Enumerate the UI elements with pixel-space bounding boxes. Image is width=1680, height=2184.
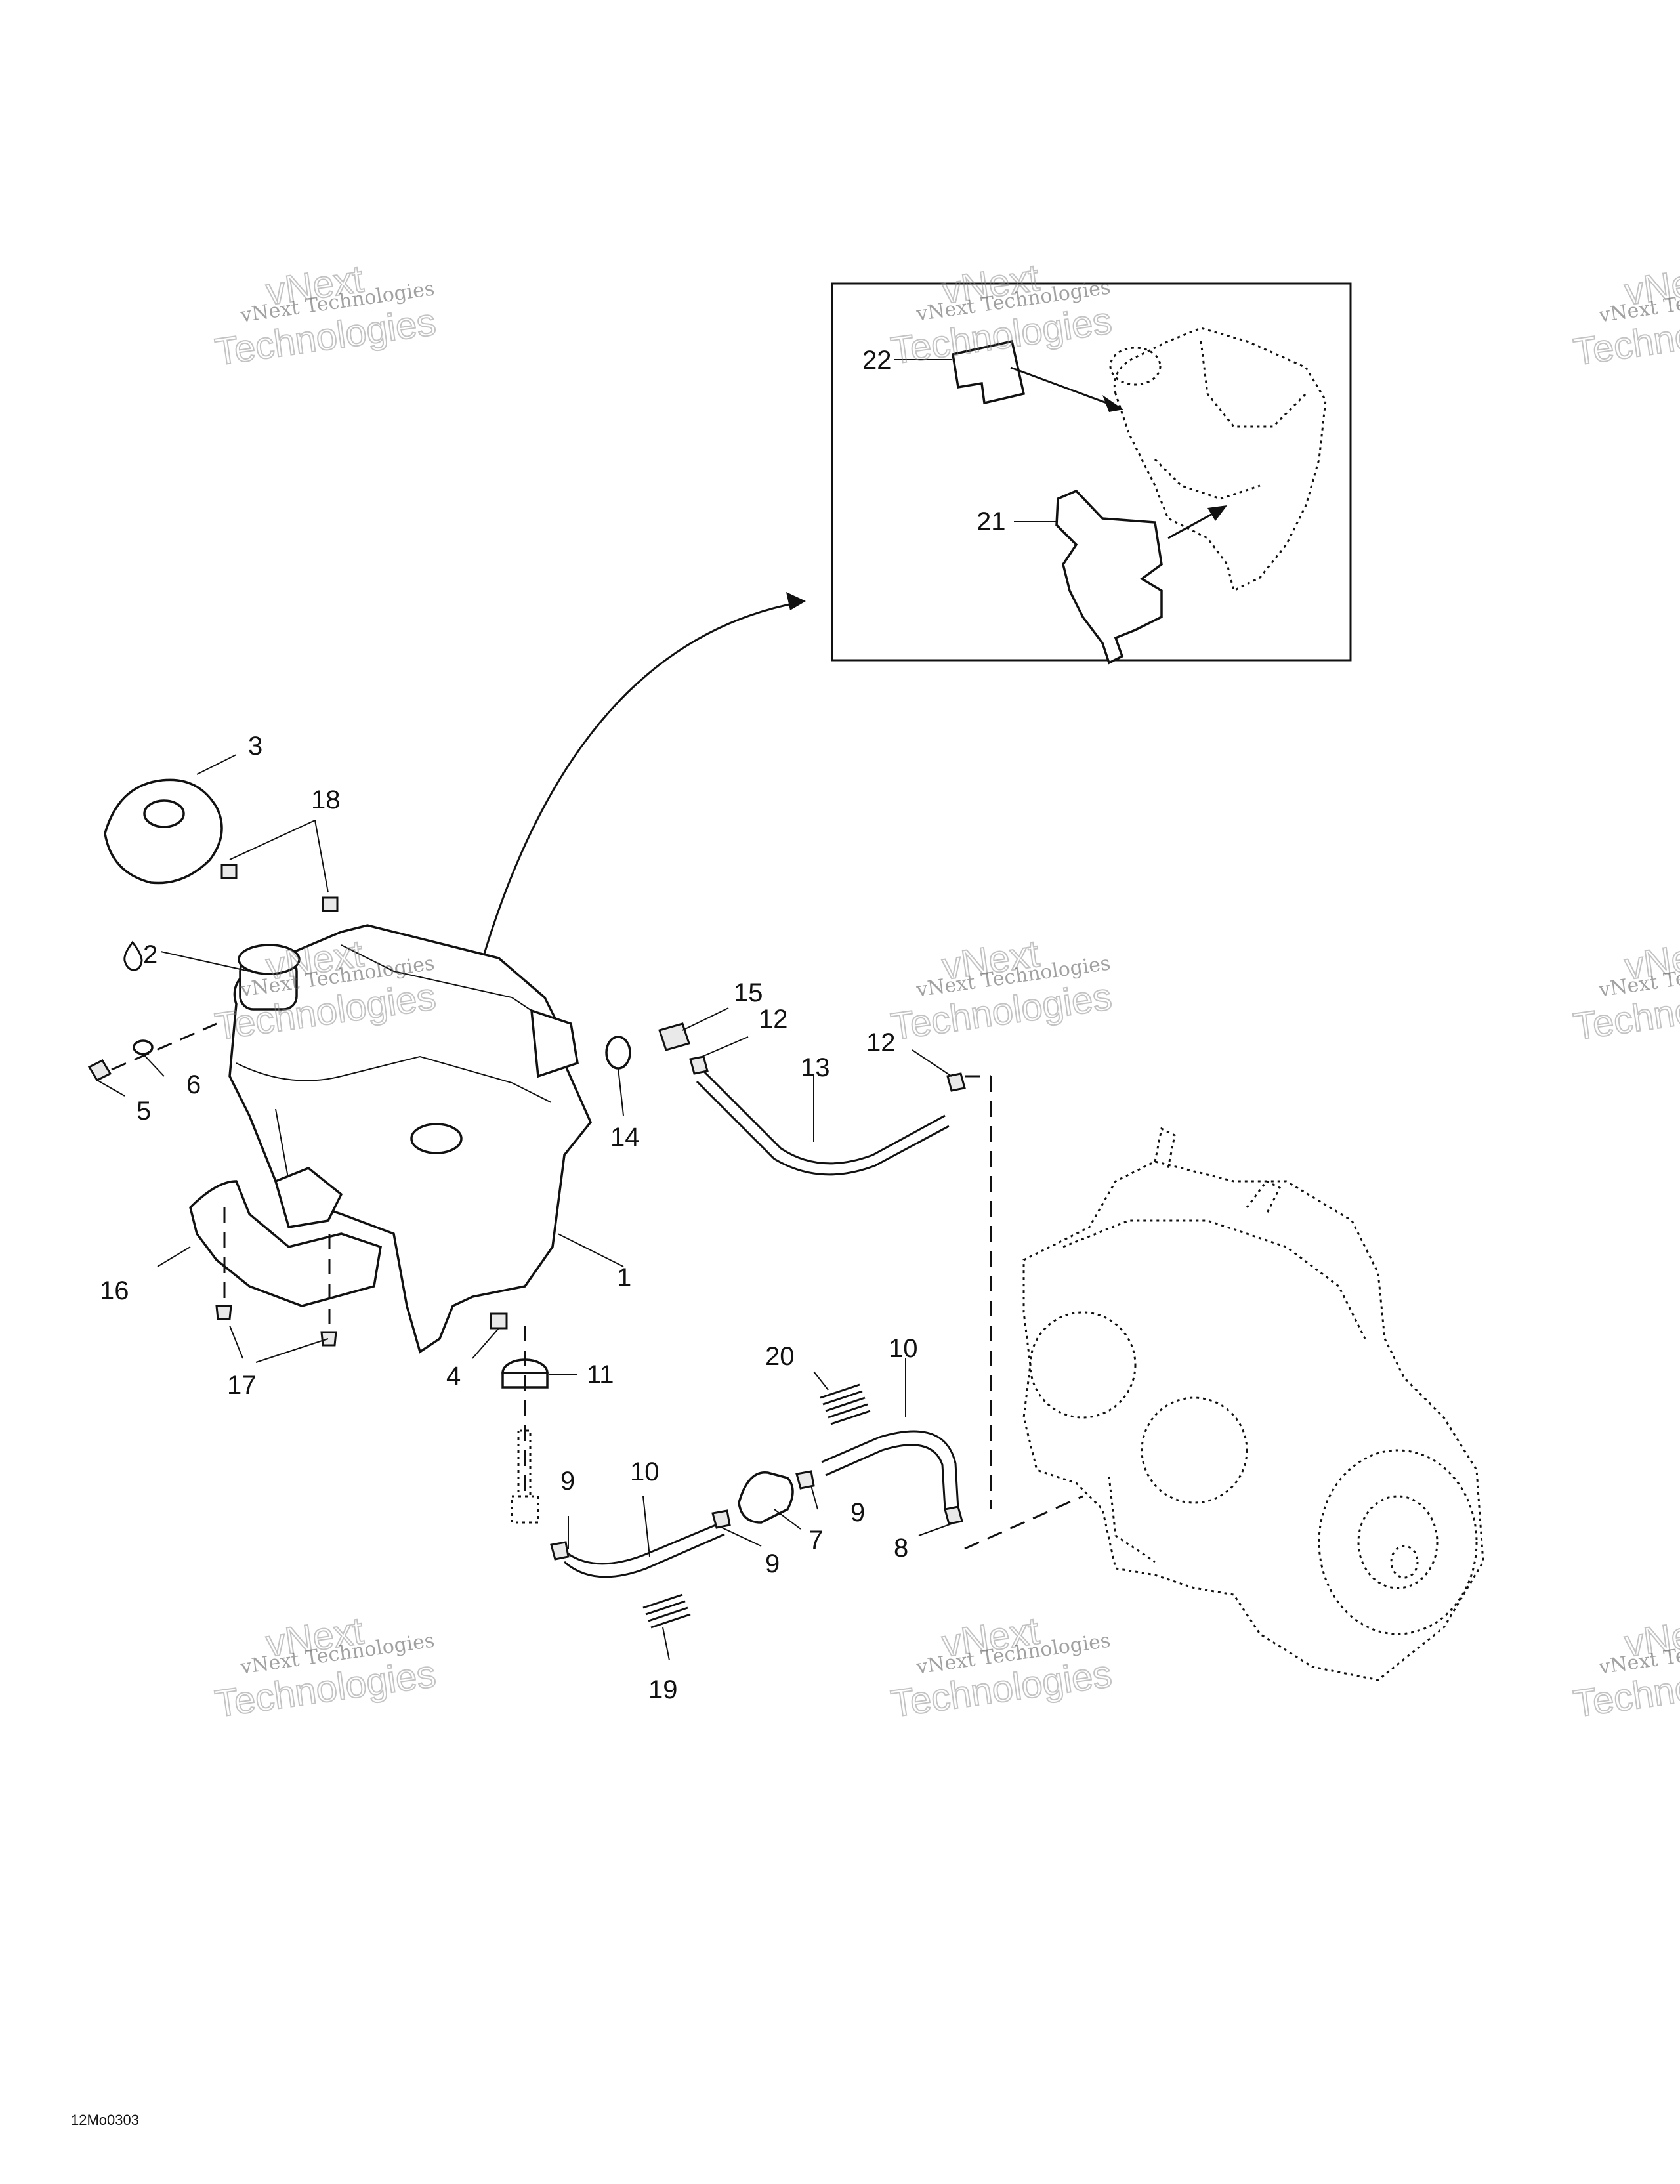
callout-11: 11 [587,1360,614,1389]
cap-3 [104,778,223,885]
leader-lines [96,754,952,1661]
watermark-2: vNext vNext Technologies Technologies [888,256,1115,373]
detail-arrow [482,601,800,959]
watermark-1: vNext vNext Technologies Technologies [212,257,439,375]
callout-10a: 10 [630,1458,660,1486]
callout-14: 14 [610,1123,640,1152]
callout-13: 13 [801,1053,830,1082]
callout-9b: 9 [850,1498,865,1527]
callout-10b: 10 [889,1334,918,1363]
drain-tube [517,1429,532,1498]
label-sticker-22 [952,339,1026,405]
filter-7 [738,1471,794,1524]
inset-detail-box [831,282,1352,665]
clamp-9a [550,1541,570,1561]
fitting-15 [658,1022,690,1051]
hose-10-upper [821,1430,959,1510]
callout-12b: 12 [866,1028,896,1057]
callout-6: 6 [186,1070,201,1099]
clamp-12b [946,1072,966,1092]
clamp-9c [795,1470,815,1490]
watermark-7: vNext vNext Technologies Technologies [212,1609,439,1727]
callout-9a: 9 [560,1467,575,1496]
watermark-6: vNext vNext Technologies Technologies [1570,932,1680,1049]
callout-12a: 12 [759,1005,788,1034]
callout-19: 19 [648,1675,678,1704]
watermark-3: vNext vNext Technologies Technologies [1570,257,1680,375]
watermark-9: vNext vNext Technologies Technologies [1570,1609,1680,1727]
callout-15: 15 [734,978,763,1007]
nut-18b [322,896,339,912]
callout-18: 18 [311,786,341,814]
heat-shield-21 [1055,489,1163,665]
clamp-8 [944,1505,963,1525]
callout-22: 22 [862,346,892,375]
drop-icon [123,940,143,971]
callout-16: 16 [100,1276,129,1305]
engine [1022,1127,1484,1681]
callout-20: 20 [765,1342,795,1371]
clamp-12a [689,1055,709,1075]
callout-2: 2 [143,940,158,969]
callout-4: 4 [446,1362,461,1391]
screw-17a [215,1305,232,1320]
washer-6 [133,1040,154,1055]
coolant-tank-1 [228,924,593,1354]
callout-3: 3 [248,732,262,761]
callout-8: 8 [894,1534,908,1563]
callout-7: 7 [808,1526,823,1555]
nut-4 [490,1312,508,1330]
drawing-code: 12Mo0303 [71,2112,139,2128]
spring-19 [642,1593,691,1629]
watermark-5: vNext vNext Technologies Technologies [888,932,1115,1049]
nut-18a [220,864,238,879]
hose-13 [702,1070,946,1165]
callout-17: 17 [227,1371,257,1400]
hose-10-lower [560,1521,723,1565]
screw-5 [87,1059,112,1082]
heat-shield-16 [189,1180,382,1307]
fitting-14 [605,1036,631,1070]
callout-1: 1 [617,1263,631,1292]
callout-9c: 9 [765,1549,780,1578]
spring-20 [820,1383,871,1425]
callout-5: 5 [136,1097,151,1125]
clamp-9b [711,1509,731,1529]
callout-21: 21 [976,507,1006,536]
screw-17b [320,1331,337,1347]
watermark-8: vNext vNext Technologies Technologies [888,1609,1115,1727]
